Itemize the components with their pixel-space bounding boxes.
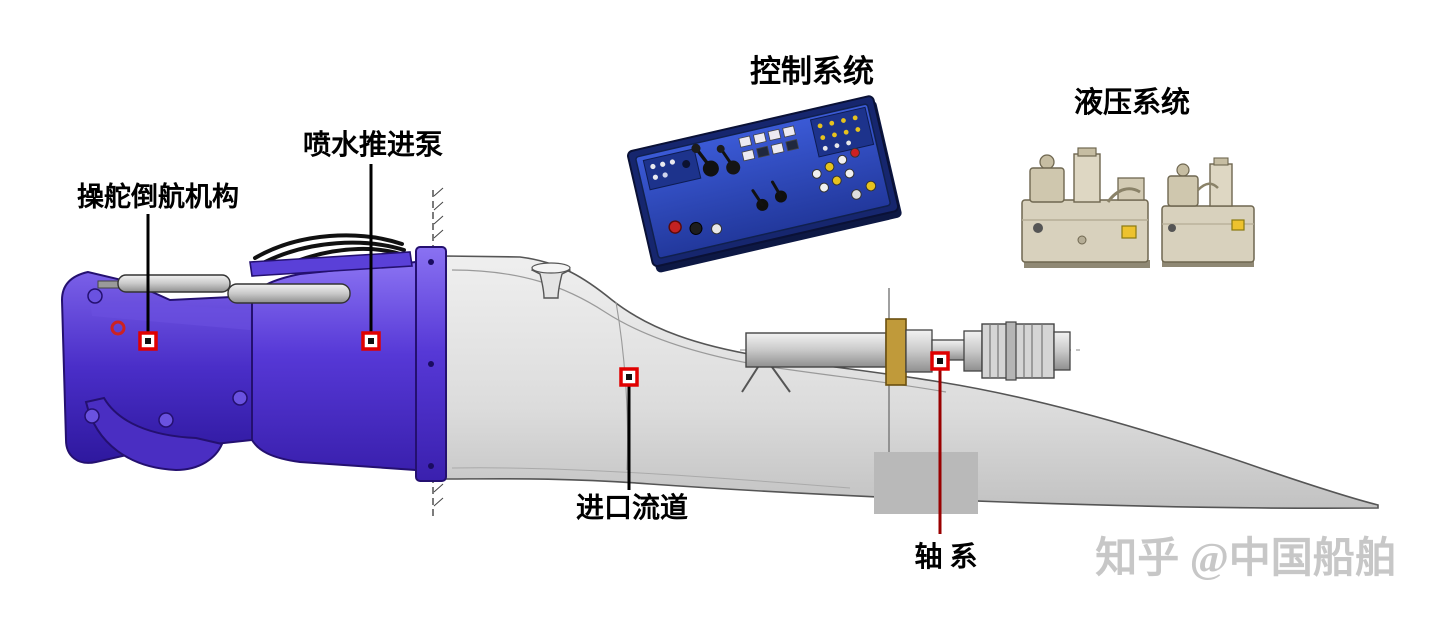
gearbox-block — [874, 452, 978, 514]
steering-cylinders — [97, 274, 351, 304]
label-shaft-system: 轴 系 — [914, 541, 977, 573]
control-panel-illustration — [626, 95, 902, 273]
inlet-duct-drawing — [443, 255, 1379, 514]
steering-reversing-mechanism-drawing — [60, 270, 253, 472]
brass-flange — [885, 318, 907, 386]
intake-bell — [530, 262, 572, 299]
label-inlet-duct: 进口流道 — [576, 491, 688, 524]
warning-label — [1231, 219, 1245, 231]
nozzle-highlight — [90, 300, 250, 330]
gear-coupling — [981, 321, 1071, 381]
hydraulic-unit-left — [1021, 147, 1150, 268]
waterjet-pump-drawing — [60, 233, 447, 482]
marker-shaft — [930, 351, 950, 371]
reversing-bucket — [84, 396, 224, 472]
label-pump: 喷水推进泵 — [303, 129, 443, 161]
warning-label — [1121, 225, 1137, 239]
shaft-tube — [745, 332, 887, 368]
marker-pump — [361, 331, 381, 351]
label-steering-mechanism: 操舵倒航机构 — [77, 181, 239, 212]
marker-inlet-duct — [619, 367, 639, 387]
label-hydraulic-system: 液压系统 — [1074, 85, 1190, 119]
watermark-text: 知乎 @中国船舶 — [1095, 535, 1397, 582]
label-control-system: 控制系统 — [750, 54, 874, 89]
hydraulic-unit-right — [1161, 157, 1255, 267]
shaft-assembly-drawing — [740, 318, 1080, 393]
marker-steering — [138, 331, 158, 351]
red-ring-detail — [110, 320, 126, 336]
transom-reference — [432, 187, 444, 516]
hydraulic-units-illustration — [1021, 147, 1255, 268]
